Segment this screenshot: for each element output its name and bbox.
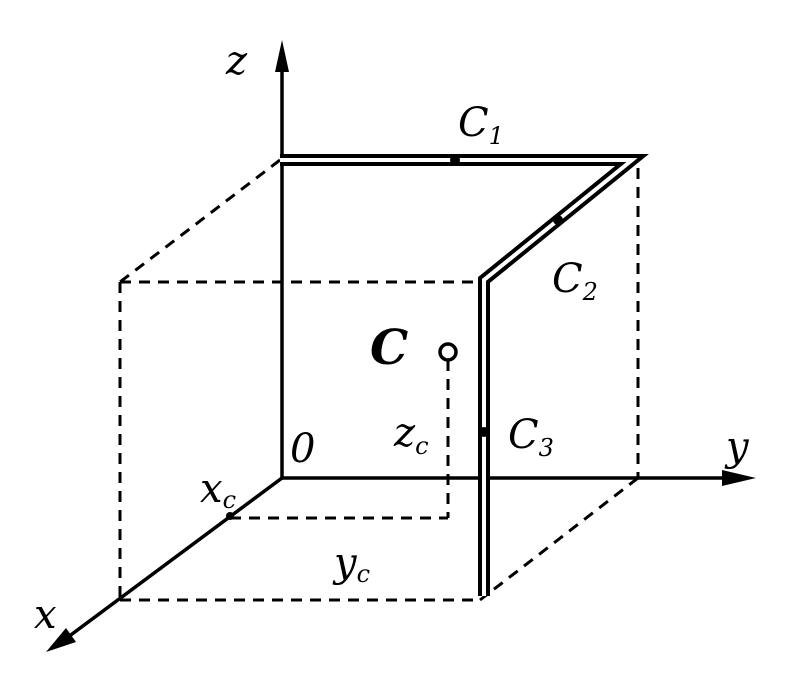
axes: [46, 40, 756, 652]
c2-point: [553, 215, 563, 225]
zc-label: zc: [393, 410, 429, 460]
box-dashed-edges: [118, 158, 640, 602]
c3-point: [479, 427, 489, 437]
c-centroid-point: [438, 342, 458, 362]
edge-bottom-right: [479, 476, 639, 602]
z-axis-arrowhead: [275, 40, 289, 72]
c3-label: C3: [508, 412, 554, 462]
z-axis-label: z: [225, 38, 248, 84]
centroid-label: C: [370, 320, 408, 376]
xc-point: [226, 512, 234, 520]
origin-label: 0: [290, 426, 315, 472]
y-axis-label: y: [724, 424, 750, 470]
labels: z y x 0 C C1 C2 C3 xc yc zc: [34, 38, 750, 638]
rod-outline: [280, 154, 649, 596]
rod-core: [280, 158, 638, 596]
xc-label: xc: [200, 466, 236, 514]
c1-label: C1: [458, 100, 504, 150]
c1-point: [450, 155, 460, 165]
x-axis: [58, 476, 284, 645]
yc-label: yc: [332, 540, 370, 588]
x-axis-arrowhead: [46, 628, 76, 652]
c2-label: C2: [552, 256, 598, 306]
point-markers: [226, 155, 563, 520]
y-axis-arrowhead: [722, 470, 756, 486]
bent-rod: [280, 154, 649, 596]
edge-top-back-left: [119, 158, 281, 284]
x-axis-label: x: [34, 592, 57, 638]
